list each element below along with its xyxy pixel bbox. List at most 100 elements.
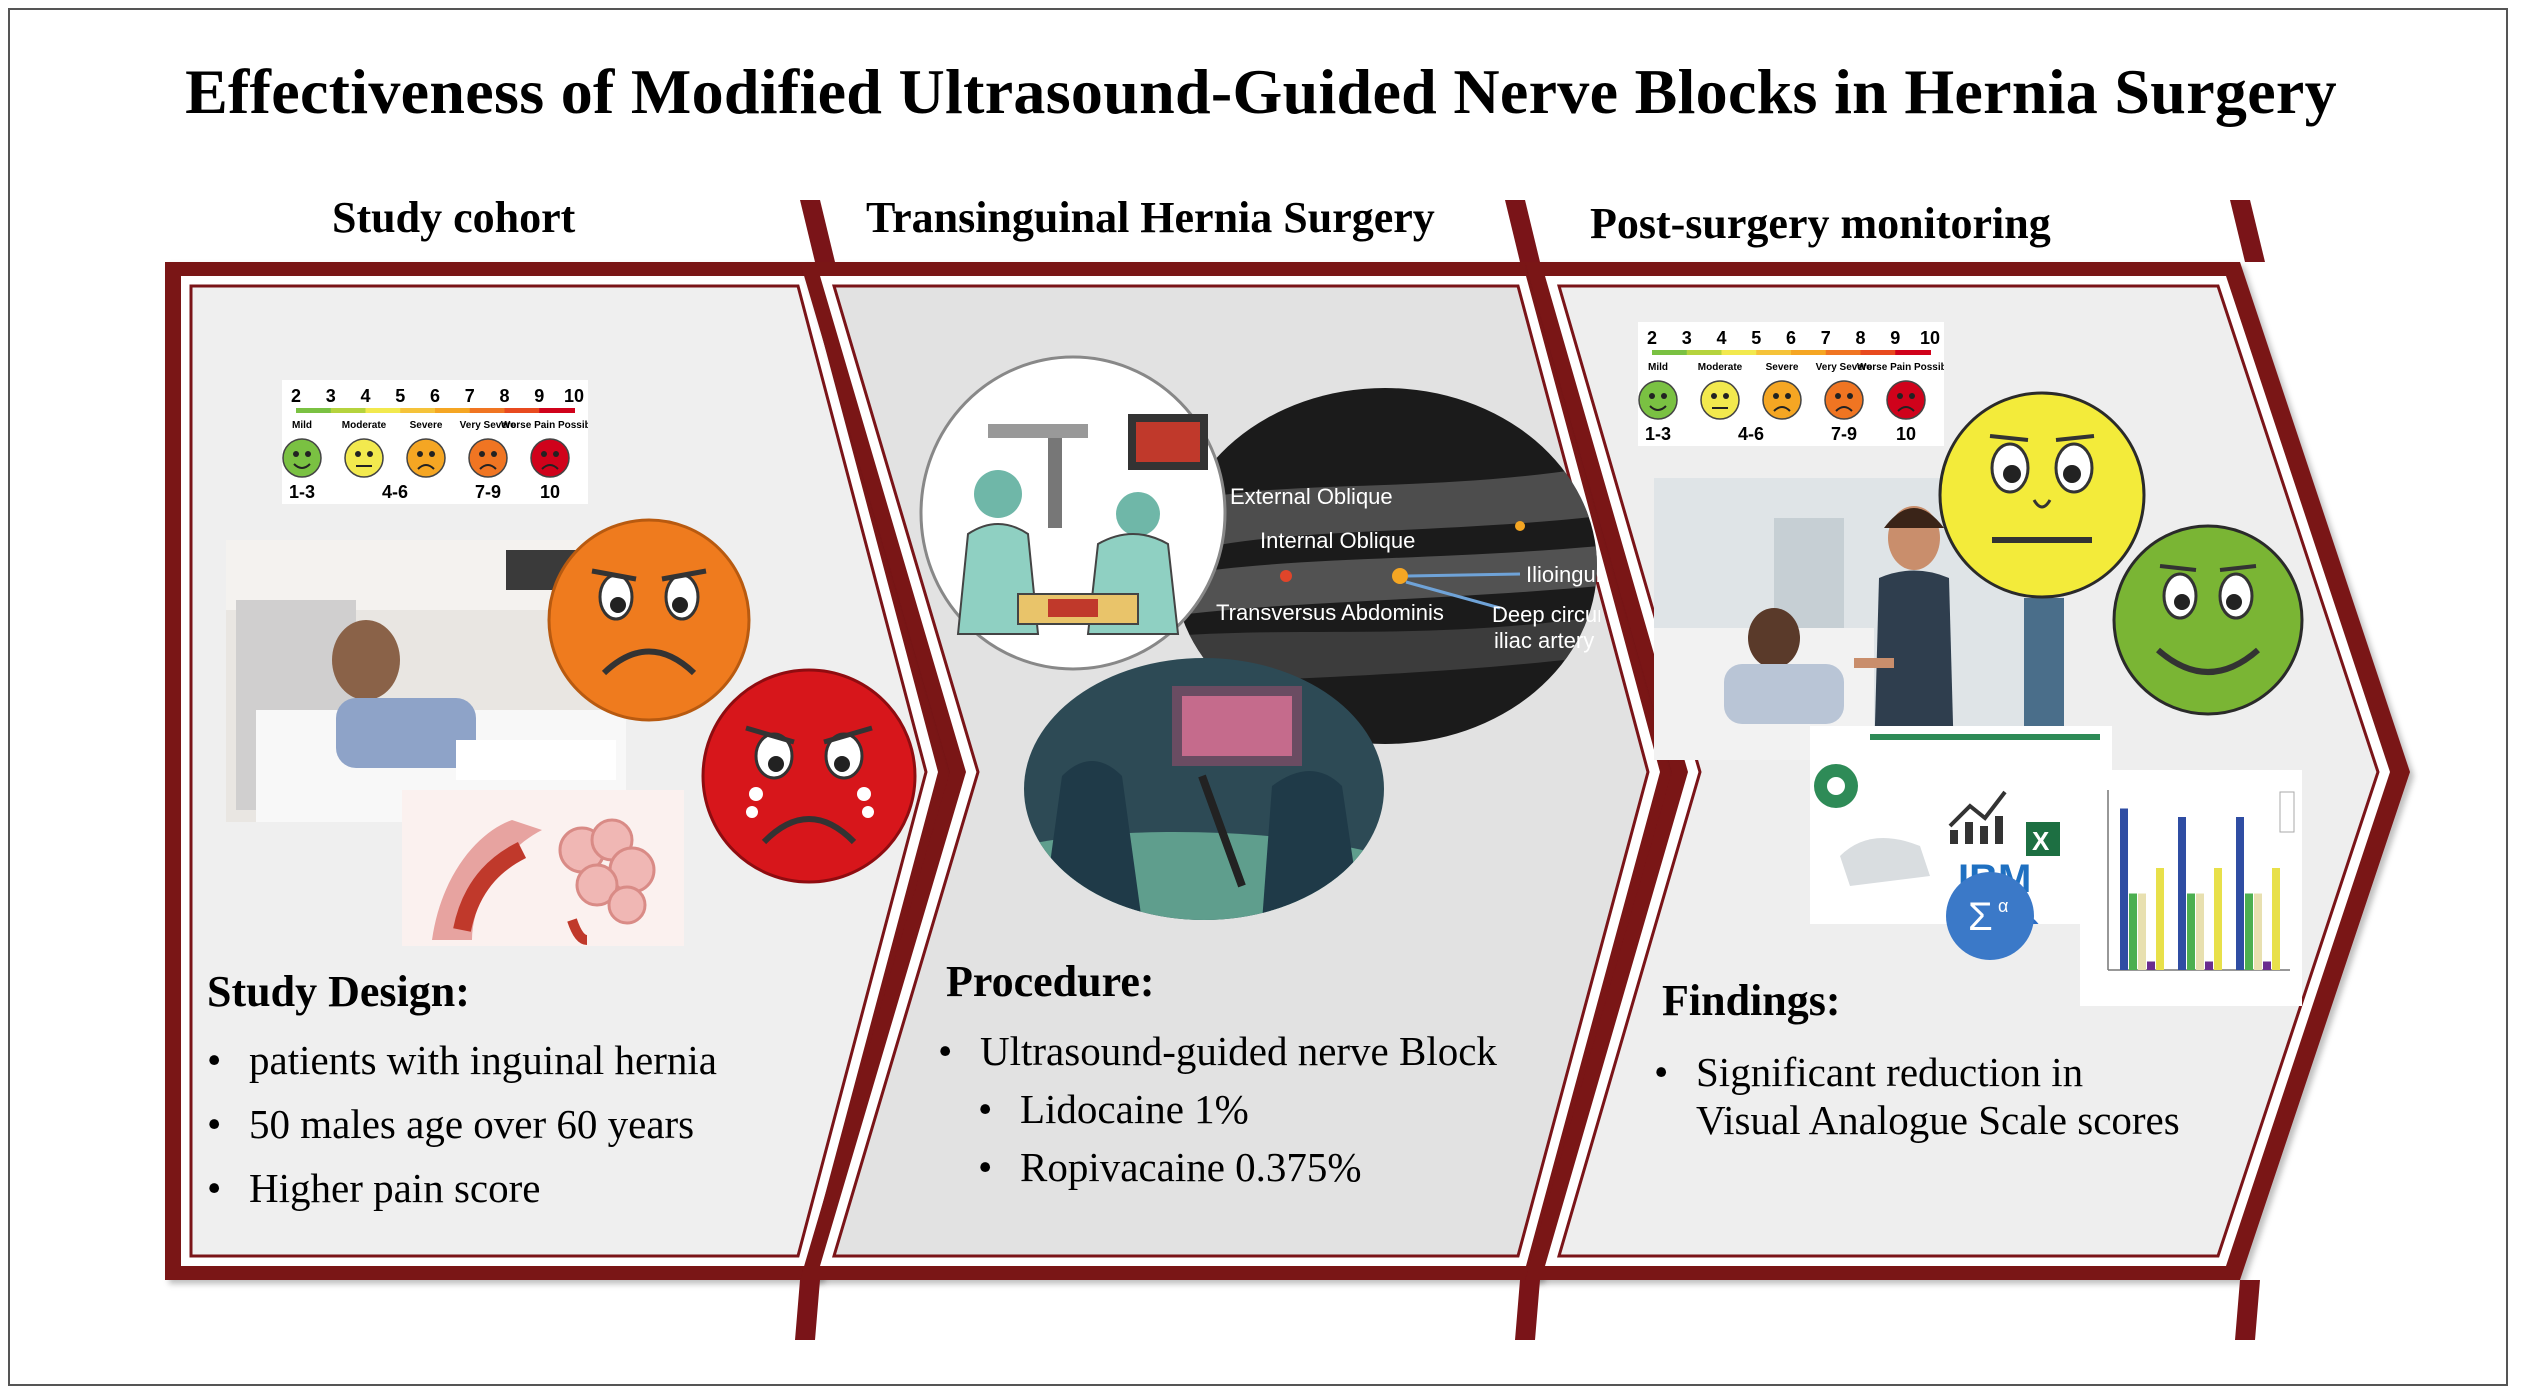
scale-bar-segment — [1652, 350, 1688, 355]
scale-number: 7 — [465, 386, 475, 406]
scale-number: 4 — [360, 386, 370, 406]
findings-item-continuation: Visual Analogue Scale scores — [1696, 1097, 2180, 1143]
neutral-face-icon — [1938, 391, 2146, 599]
page-title: Effectiveness of Modified Ultrasound-Gui… — [185, 56, 2337, 127]
vas-bar — [2236, 817, 2244, 970]
us-label-external-oblique: External Oblique — [1230, 484, 1393, 509]
nurse-with-patient-photo — [1654, 478, 2064, 760]
spss-logo-icon: Σ α — [1946, 872, 2034, 960]
study-design-item: 50 males age over 60 years — [203, 1092, 717, 1156]
scale-bar-segment — [365, 408, 402, 413]
findings-item: Significant reduction in — [1650, 1048, 2083, 1096]
scale-label: Mild — [1648, 362, 1668, 373]
scale-bar-segment — [504, 408, 541, 413]
vas-bar — [2120, 808, 2128, 970]
scale-number: 9 — [1890, 328, 1900, 348]
scale-bar-segment — [1860, 350, 1897, 355]
study-design-item: Higher pain score — [203, 1156, 717, 1220]
scale-label: Severe — [1766, 362, 1799, 373]
scale-bar-segment — [330, 408, 367, 413]
vas-bar — [2129, 893, 2137, 970]
scale-bar-segment — [1825, 350, 1862, 355]
scale-number: 5 — [395, 386, 405, 406]
scale-bar-segment — [1756, 350, 1792, 355]
scale-range: 4-6 — [382, 482, 408, 502]
study-design-list: patients with inguinal hernia 50 males a… — [203, 1028, 717, 1220]
study-design-item: patients with inguinal hernia — [203, 1028, 717, 1092]
scale-bar-segment — [1895, 350, 1931, 355]
scale-bar-segment — [469, 408, 506, 413]
vas-bar — [2156, 868, 2164, 970]
stage-heading-study-cohort: Study cohort — [332, 193, 576, 242]
us-label-internal-oblique: Internal Oblique — [1260, 528, 1415, 553]
scale-range: 1-3 — [1645, 424, 1671, 444]
study-design-heading: Study Design: — [207, 967, 470, 1016]
vas-bar — [2254, 893, 2262, 970]
vas-bar — [2178, 817, 2186, 970]
procedure-list: Ultrasound-guided nerve Block Lidocaine … — [934, 1022, 1497, 1196]
scale-label: Mild — [292, 420, 312, 431]
scale-label: Moderate — [342, 420, 387, 431]
scale-bar-segment — [400, 408, 436, 413]
scale-number: 3 — [326, 386, 336, 406]
scale-label: Very Severe — [1816, 362, 1873, 373]
scale-number: 8 — [499, 386, 509, 406]
surgeons-illustration — [919, 355, 1227, 671]
scale-face-icon — [1638, 380, 1678, 420]
scale-face-icon — [1824, 380, 1864, 420]
worst-pain-face-icon — [701, 668, 917, 884]
us-label-deep-circumflex: Deep circum — [1492, 602, 1600, 627]
severe-pain-face-icon — [547, 518, 751, 722]
vas-bar — [2147, 961, 2155, 970]
findings-heading: Findings: — [1662, 976, 1841, 1025]
vas-bar — [2138, 893, 2146, 970]
scale-number: 8 — [1855, 328, 1865, 348]
scale-label: Worse Pain Possible — [1857, 362, 1944, 373]
us-label-iliac-artery: iliac artery — [1494, 628, 1594, 653]
procedure-heading: Procedure: — [946, 957, 1155, 1006]
scale-bar-segment — [1791, 350, 1827, 355]
scale-number: 6 — [1786, 328, 1796, 348]
scale-bar-segment — [435, 408, 471, 413]
scale-number: 4 — [1716, 328, 1726, 348]
vas-bar-chart — [2080, 770, 2302, 1006]
scale-label: Severe — [410, 420, 443, 431]
svg-text:X: X — [2032, 826, 2050, 856]
vas-bar — [2245, 893, 2253, 970]
scale-number: 9 — [534, 386, 544, 406]
hernia-anatomy-illustration — [402, 790, 684, 946]
us-label-ilioinguinal: Ilioinguin — [1526, 562, 1600, 587]
scale-number: 10 — [1920, 328, 1940, 348]
scale-range: 10 — [540, 482, 560, 502]
scale-bar-segment — [1686, 350, 1723, 355]
scale-number: 3 — [1682, 328, 1692, 348]
scale-number: 7 — [1821, 328, 1831, 348]
operating-room-photo — [1024, 658, 1384, 920]
scale-face-icon — [406, 438, 446, 478]
svg-text:α: α — [1998, 896, 2008, 916]
svg-text:Σ: Σ — [1968, 895, 1993, 939]
scale-range: 1-3 — [289, 482, 315, 502]
scale-bar-segment — [1721, 350, 1758, 355]
pain-scale-chart: 2 3 4 5 6 7 8 9 10 Mild Moderate Severe Very SevereW… — [282, 380, 588, 504]
scale-label: Very Severe — [460, 420, 517, 431]
scale-number: 2 — [1647, 328, 1657, 348]
scale-range: 4-6 — [1738, 424, 1764, 444]
scale-number: 2 — [291, 386, 301, 406]
scale-range: 10 — [1896, 424, 1916, 444]
scale-bar-segment — [539, 408, 575, 413]
scale-label: Worse Pain Possible — [501, 420, 588, 431]
vas-bar — [2263, 961, 2271, 970]
scale-face-icon — [282, 438, 322, 478]
vas-bar — [2214, 868, 2222, 970]
scale-number: 6 — [430, 386, 440, 406]
vas-bar — [2205, 961, 2213, 970]
stage-heading-hernia-surgery: Transinguinal Hernia Surgery — [866, 193, 1435, 242]
scale-label: Moderate — [1698, 362, 1743, 373]
stage-heading-post-surgery: Post-surgery monitoring — [1590, 199, 2051, 248]
scale-face-icon — [344, 438, 384, 478]
scale-face-icon — [1700, 380, 1740, 420]
outer-frame — [8, 8, 2508, 1386]
